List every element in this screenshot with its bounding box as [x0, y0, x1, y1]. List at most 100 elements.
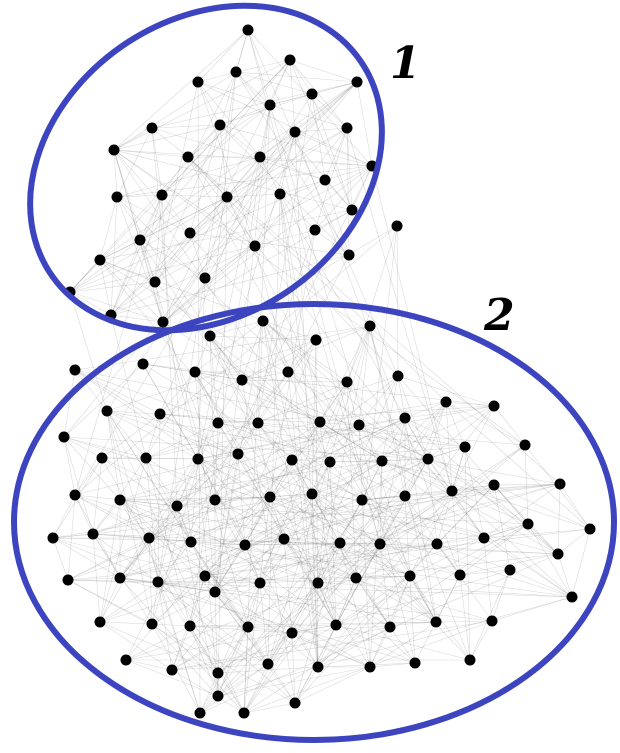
- graph-edge: [237, 229, 316, 455]
- graph-edge: [190, 496, 271, 543]
- graph-edge: [259, 131, 296, 158]
- graph-edge: [369, 626, 391, 668]
- graph-edge: [197, 277, 206, 460]
- graph-edge: [247, 542, 341, 628]
- graph-edge: [311, 461, 331, 495]
- graph-edge: [358, 424, 453, 492]
- graph-edge: [67, 579, 296, 704]
- graph-edge: [52, 494, 76, 539]
- graph-edge: [317, 582, 391, 628]
- graph-edge: [259, 417, 406, 584]
- graph-edge: [157, 581, 296, 704]
- graph-edge: [329, 424, 360, 463]
- graph-edge: [119, 499, 319, 668]
- graph-edge: [369, 325, 447, 403]
- graph-edge: [294, 131, 319, 668]
- graph-edge: [148, 458, 199, 539]
- graph-edge: [483, 537, 493, 622]
- graph-edge: [74, 457, 103, 496]
- graph-edge: [125, 625, 191, 661]
- graph-edge: [52, 537, 381, 545]
- graph-edge: [214, 339, 317, 593]
- graph-node: [192, 76, 204, 88]
- graph-edge: [69, 291, 164, 323]
- graph-edge: [335, 624, 471, 661]
- graph-edge: [151, 127, 326, 181]
- graph-edge: [113, 149, 526, 446]
- graph-edge: [436, 484, 495, 545]
- graph-edge: [235, 71, 271, 106]
- graph-edge: [194, 371, 321, 423]
- graph-edge: [324, 179, 353, 211]
- graph-edge: [235, 71, 313, 95]
- graph-edge: [445, 401, 453, 492]
- graph-edge: [214, 591, 293, 634]
- graph-edge: [241, 379, 559, 555]
- graph-edge: [176, 499, 216, 507]
- graph-edge: [74, 494, 493, 622]
- graph-edge: [99, 458, 429, 623]
- graph-edge: [214, 499, 411, 577]
- graph-edge: [106, 410, 485, 539]
- graph-edge: [493, 484, 511, 571]
- graph-edge: [289, 59, 358, 83]
- graph-edge: [189, 544, 246, 627]
- graph-edge: [145, 421, 321, 459]
- graph-edge: [311, 493, 363, 501]
- graph-edge: [241, 325, 371, 381]
- graph-edge: [311, 493, 341, 544]
- graph-edge: [209, 335, 259, 424]
- graph-edge: [381, 458, 429, 462]
- graph-edge: [125, 577, 357, 661]
- graph-edge: [404, 495, 471, 661]
- graph-edge: [381, 375, 399, 462]
- graph-edge: [194, 371, 219, 424]
- graph-edge: [190, 405, 495, 543]
- graph-edge: [171, 663, 269, 671]
- graph-edge: [217, 663, 269, 697]
- graph-edge: [139, 239, 156, 283]
- graph-node: [522, 518, 534, 530]
- graph-edge: [329, 461, 406, 497]
- graph-edge: [283, 538, 319, 584]
- graph-edge: [99, 259, 429, 460]
- graph-edge: [99, 259, 164, 323]
- graph-edge: [267, 582, 319, 665]
- graph-edge: [119, 422, 259, 579]
- graph-edge: [404, 417, 429, 460]
- graph-edge: [157, 581, 201, 714]
- graph-edge: [142, 363, 495, 407]
- graph-edge: [92, 457, 103, 535]
- graph-node: [212, 667, 224, 679]
- graph-node: [154, 408, 166, 420]
- graph-edge: [151, 581, 159, 625]
- graph-edge: [329, 460, 383, 463]
- graph-node: [286, 627, 298, 639]
- graph-edge: [571, 528, 591, 598]
- graph-edge: [217, 666, 319, 697]
- graph-node: [199, 272, 211, 284]
- graph-edge: [269, 104, 411, 577]
- graph-edge: [92, 533, 269, 665]
- graph-edge: [63, 436, 147, 459]
- graph-edge: [217, 666, 371, 697]
- graph-edge: [63, 436, 103, 459]
- graph-edge: [381, 401, 447, 462]
- graph-edge: [148, 537, 246, 546]
- graph-edge: [247, 29, 381, 545]
- graph-edge: [311, 225, 398, 495]
- graph-node: [464, 654, 476, 666]
- graph-edge: [259, 156, 373, 167]
- graph-edge: [287, 371, 331, 463]
- graph-edge: [217, 632, 293, 674]
- graph-node: [199, 570, 211, 582]
- graph-edge: [254, 127, 348, 247]
- graph-edge: [113, 149, 156, 283]
- graph-edge: [92, 533, 121, 579]
- graph-edge: [315, 325, 371, 341]
- graph-edge: [493, 483, 561, 486]
- graph-node: [519, 439, 531, 451]
- graph-edge: [294, 131, 373, 167]
- graph-edge: [317, 461, 331, 584]
- graph-edge: [289, 59, 296, 133]
